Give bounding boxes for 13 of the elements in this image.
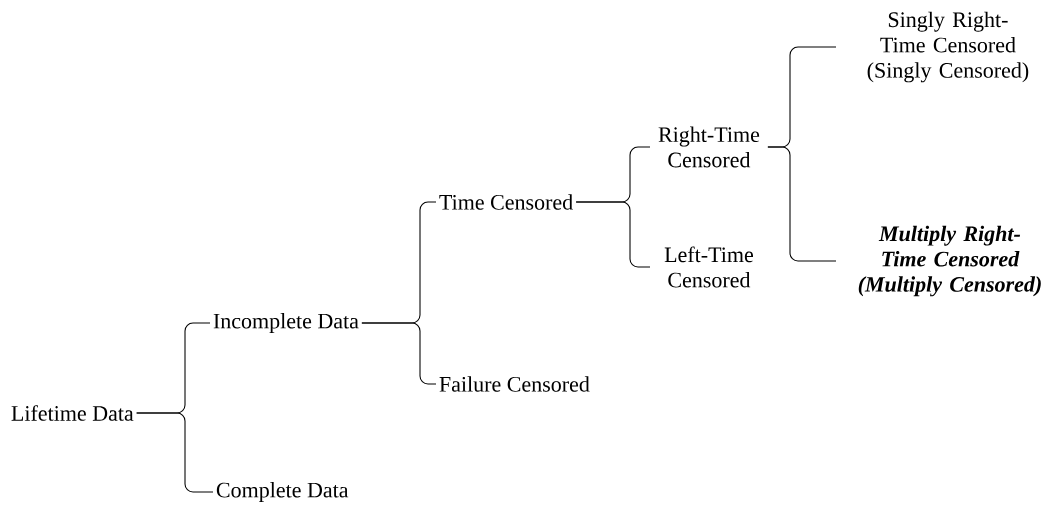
label-text: Complete Data [216,482,349,502]
brace [361,322,437,385]
label-text: Left-Time Censored [664,246,753,288]
brace [136,412,214,493]
brace [767,146,837,262]
label-text: Singly Right-Time Censored (Singly Censored) [867,11,1029,83]
brace [575,201,651,268]
label-text: Right-Time Censored [658,126,760,168]
label-text: Lifetime Data [11,405,134,421]
label-text: Incomplete Data [213,313,359,333]
label-text: Failure Censored [439,376,590,392]
label-text: Multiply Right-Time Censored (Multiply Censored) [858,225,1041,297]
label-text: Time Censored [439,194,573,210]
